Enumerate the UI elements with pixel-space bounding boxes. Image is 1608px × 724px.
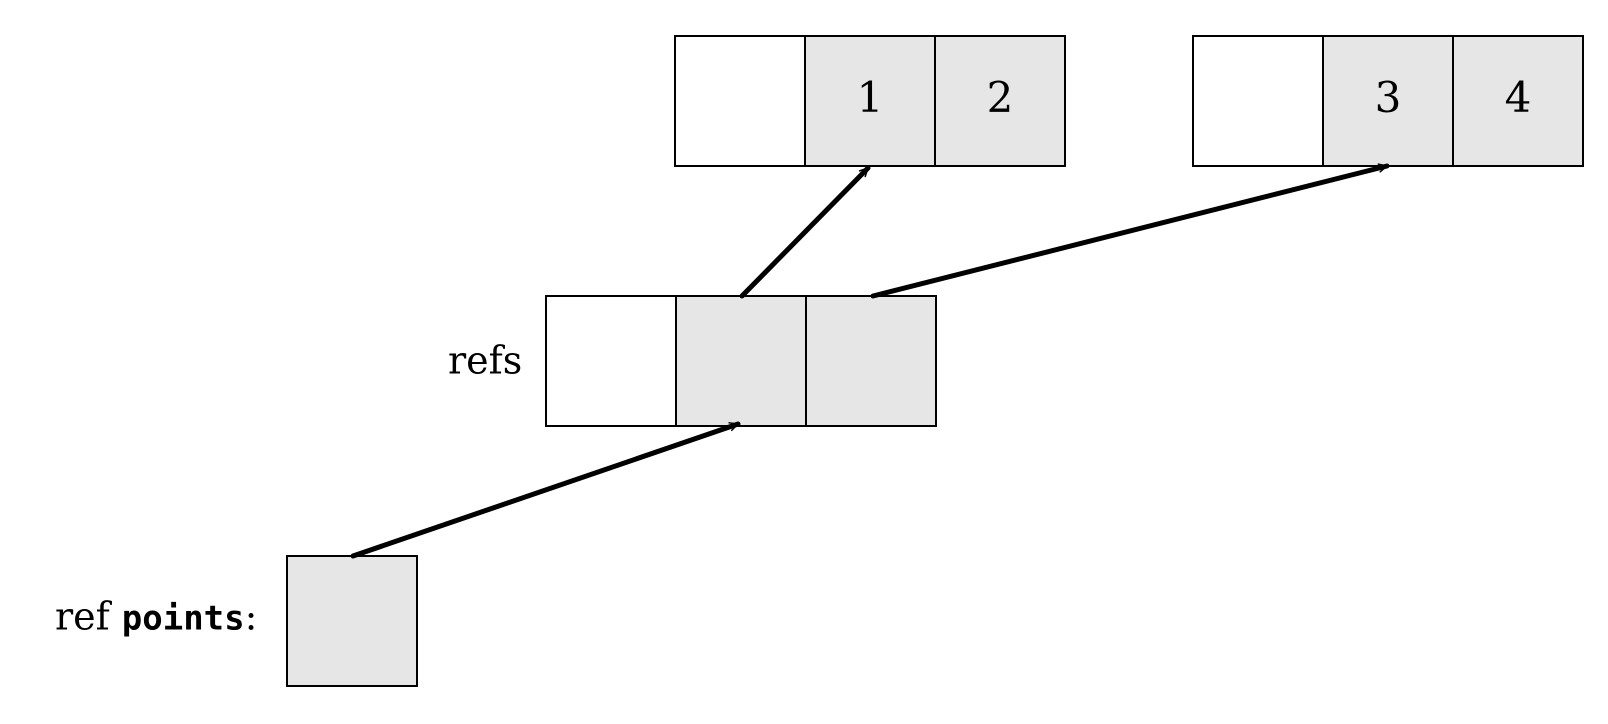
array-top-left-value-2: 2 [987,73,1014,122]
array-top-left-cell-1 [804,35,936,167]
array-top-right-value-2: 4 [1505,73,1532,122]
arrow-refs1-to-array-left [739,165,871,299]
refs-label: refs [448,339,522,383]
array-top-left: 1 2 [674,35,1066,167]
refs-cell-2 [805,295,937,427]
ref-points-cell [286,555,418,687]
refs-cell-0 [545,295,677,427]
refs-array: refs [448,295,937,427]
array-top-left-value-1: 1 [857,73,884,122]
array-top-right-cell-1 [1322,35,1454,167]
ref-points-label-suffix: : [245,595,258,639]
array-top-left-cell-0 [674,35,806,167]
array-top-right-value-1: 3 [1375,73,1402,122]
arrow-ref-to-refs [350,421,741,559]
ref-points-label-code: points [122,599,245,639]
refs-cell-1 [675,295,807,427]
arrow-refs2-to-array-right [870,163,1390,299]
array-top-right-cell-2 [1452,35,1584,167]
array-top-right: 3 4 [1192,35,1584,167]
array-top-right-cell-0 [1192,35,1324,167]
ref-points-label-prefix: ref [55,595,122,639]
ref-points: ref points: [55,555,418,687]
array-top-left-cell-2 [934,35,1066,167]
ref-points-label: ref points: [55,595,257,639]
